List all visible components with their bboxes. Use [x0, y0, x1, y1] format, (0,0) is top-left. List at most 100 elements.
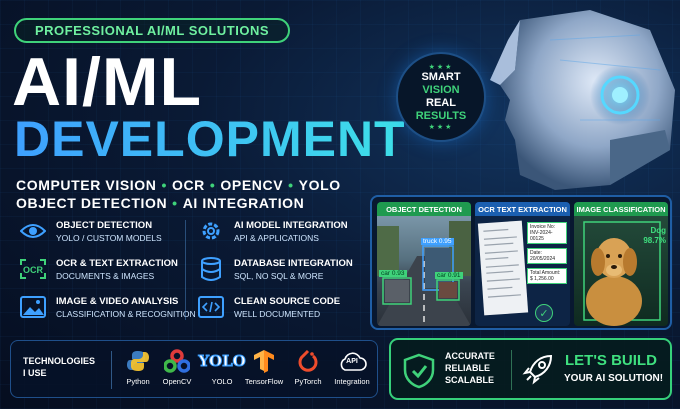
cta-points: ACCURATE RELIABLE SCALABLE [445, 350, 495, 386]
tech-opencv: OpenCV [154, 347, 200, 386]
class-score: 98.7% [643, 236, 666, 245]
feature-subtitle: CLASSIFICATION & RECOGNITION [56, 308, 196, 319]
yolo-icon: YOLO [198, 347, 246, 375]
skill-opencv: OPENCV [220, 177, 284, 193]
car-label-1: car 0.93 [379, 270, 407, 277]
skill-yolo: YOLO [298, 177, 341, 193]
cta-point-scalable: SCALABLE [445, 375, 494, 386]
cta-main-text: LET'S BUILD [565, 352, 657, 369]
classification-card: IMAGE CLASSIFICATION Dog 98.7% [574, 202, 668, 326]
tech-tensorflow: TensorFlow [241, 347, 287, 386]
rocket-icon [521, 352, 555, 391]
cta-box[interactable]: ACCURATE RELIABLE SCALABLE LET'S BUILD Y… [389, 338, 672, 400]
robot-head-illustration [490, 10, 675, 190]
feature-title: CLEAN SOURCE CODE [234, 295, 341, 307]
python-icon [115, 347, 161, 375]
badge-line-1: SMART [421, 70, 461, 83]
skills-line-2: OBJECT DETECTION•AI INTEGRATION [16, 195, 304, 211]
pytorch-icon [285, 347, 331, 375]
card-header: OCR TEXT EXTRACTION [475, 202, 570, 216]
technologies-divider [111, 351, 112, 389]
object-detection-card: OBJECT DETECTION truck 0.95 car 0.93 car… [377, 202, 471, 326]
check-icon: ✓ [535, 304, 553, 322]
feature-title: OBJECT DETECTION [56, 219, 153, 231]
stars-icon: ★★★ [428, 63, 454, 71]
invoice-paper [477, 220, 529, 316]
shield-check-icon [403, 353, 435, 394]
badge-line-4: RESULTS [415, 110, 467, 123]
demo-panel: OBJECT DETECTION truck 0.95 car 0.93 car… [370, 195, 672, 330]
tech-name: YOLO [211, 377, 233, 386]
title-ai-ml: AI/ML [12, 44, 203, 120]
technologies-title-line-2: I USE [23, 368, 47, 379]
feature-subtitle: SQL, NO SQL & MORE [234, 270, 324, 281]
gear-icon [196, 218, 226, 244]
invoice-no-label: Invoice No: [530, 224, 556, 230]
date-value: 20/05/2024 [530, 256, 556, 262]
feature-title: OCR & TEXT EXTRACTION [56, 257, 178, 269]
separator-dot: • [172, 195, 178, 211]
car-label-2: car 0.91 [435, 272, 463, 279]
feature-title: AI MODEL INTEGRATION [234, 219, 348, 231]
skill-ocr: OCR [171, 177, 205, 193]
separator-dot: • [161, 177, 167, 193]
feature-title: DATABASE INTEGRATION [234, 257, 353, 269]
skill-ai-integration: AI INTEGRATION [182, 195, 305, 211]
skills-line-1: COMPUTER VISION•OCR•OPENCV•YOLO [16, 177, 341, 193]
smart-vision-badge: ★★★ SMART VISION REAL RESULTS ★★★ [396, 52, 486, 142]
ocr-icon: OCR [18, 256, 48, 282]
tensorflow-icon [241, 347, 287, 375]
code-icon [196, 294, 226, 320]
tech-yolo: YOLO YOLO [198, 347, 246, 387]
feature-subtitle: API & APPLICATIONS [234, 232, 319, 243]
truck-label: truck 0.95 [421, 238, 454, 245]
date-label: Date: [530, 250, 542, 256]
cta-sub-text: YOUR AI SOLUTION! [564, 373, 664, 384]
image-icon [18, 294, 48, 320]
badge-line-3: REAL [426, 97, 456, 109]
ocr-fields: Invoice No: INV-2024-00125 Date: 20/05/2… [527, 222, 567, 284]
technologies-box: TECHNOLOGIES I USE Python OpenCV YOLO YO… [10, 340, 378, 398]
separator-dot: • [288, 177, 294, 193]
title-development: DEVELOPMENT [14, 111, 406, 167]
total-label: Total Amount: [530, 270, 561, 276]
yolo-logo-text: YOLO [198, 352, 246, 371]
separator-dot: • [209, 177, 216, 193]
api-cloud-icon: API [329, 347, 375, 375]
tech-name: OpenCV [162, 377, 192, 386]
tech-pytorch: PyTorch [285, 347, 331, 386]
card-header: IMAGE CLASSIFICATION [574, 202, 668, 216]
features-divider [185, 220, 186, 320]
database-icon [196, 256, 226, 282]
technologies-title: TECHNOLOGIES I USE [23, 355, 95, 379]
badge-line-2: VISION [422, 83, 460, 96]
tech-name: Integration [334, 377, 370, 386]
skill-computer-vision: COMPUTER VISION [16, 177, 157, 193]
total-value: $ 1,256.00 [530, 276, 554, 282]
dog-image: Dog 98.7% [574, 216, 668, 326]
api-label: API [346, 358, 358, 365]
tech-name: Python [126, 377, 150, 386]
cta-point-accurate: ACCURATE [445, 351, 495, 361]
tech-name: PyTorch [294, 377, 322, 386]
card-header: OBJECT DETECTION [377, 202, 471, 216]
tech-name: TensorFlow [244, 377, 284, 386]
feature-subtitle: WELL DOCUMENTED [234, 308, 321, 319]
ocr-card: OCR TEXT EXTRACTION Invoice No: INV-2024… [475, 202, 570, 326]
svg-text:OCR: OCR [23, 265, 44, 275]
cta-point-reliable: RELIABLE [445, 363, 490, 374]
class-label: Dog [650, 226, 666, 235]
eye-icon [18, 218, 48, 244]
ocr-document: Invoice No: INV-2024-00125 Date: 20/05/2… [475, 216, 570, 326]
cta-divider [511, 350, 512, 390]
tech-integration: API Integration [329, 347, 375, 386]
tech-python: Python [115, 347, 161, 386]
technologies-title-line-1: TECHNOLOGIES [23, 356, 96, 366]
opencv-icon [154, 347, 200, 375]
